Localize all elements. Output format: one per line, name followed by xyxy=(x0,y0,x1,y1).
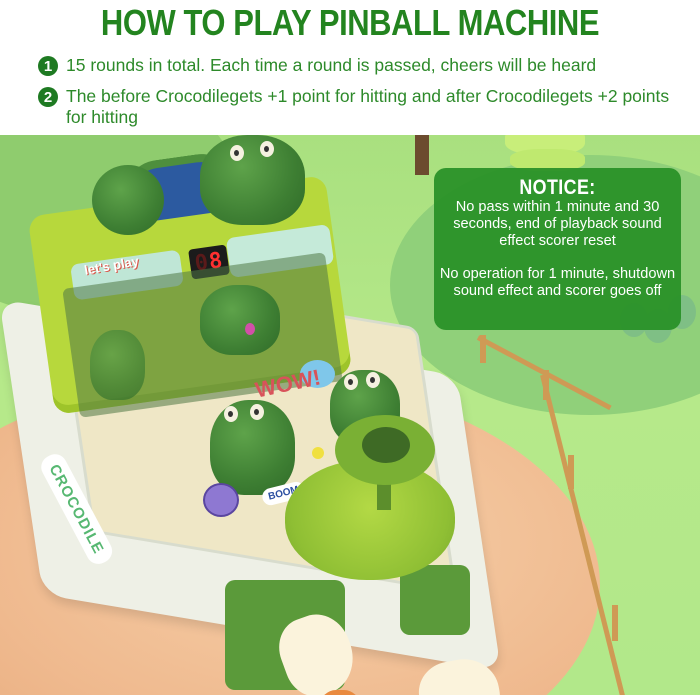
notice-paragraph-2: No operation for 1 minute, shutdown soun… xyxy=(439,266,676,299)
notice-box: NOTICE: No pass within 1 minute and 30 s… xyxy=(434,168,681,330)
launcher-opening xyxy=(362,427,410,463)
tree-trunk xyxy=(415,135,429,175)
notice-paragraph-1: No pass within 1 minute and 30 seconds, … xyxy=(453,199,662,249)
step-text: 15 rounds in total. Each time a round is… xyxy=(66,55,597,75)
fence-post xyxy=(543,370,549,400)
blue-face-sticker xyxy=(300,360,335,388)
step-number-badge: 2 xyxy=(38,87,58,107)
hand-cuff xyxy=(320,690,360,695)
fence-post xyxy=(480,335,486,363)
purple-face-sticker xyxy=(203,483,239,517)
crocodile-target xyxy=(210,400,295,495)
ball-tray xyxy=(400,565,470,635)
pink-ball xyxy=(245,323,255,335)
crocodile-topper xyxy=(200,135,305,225)
crocodile-target xyxy=(200,285,280,355)
step-number-badge: 1 xyxy=(38,56,58,76)
notice-spacer xyxy=(434,250,681,266)
step-text: The before Crocodilegets +1 point for hi… xyxy=(66,86,670,127)
page-title: HOW TO PLAY PINBALL MACHINE xyxy=(100,2,600,43)
notice-heading: NOTICE: xyxy=(519,176,596,199)
fence-post xyxy=(612,605,618,641)
eye-icon xyxy=(344,374,358,390)
eye-icon xyxy=(224,406,238,422)
instruction-step-1: 1 15 rounds in total. Each time a round … xyxy=(38,55,698,76)
instruction-step-2: 2 The before Crocodilegets +1 point for … xyxy=(38,86,688,128)
crocodile-tail-ball xyxy=(92,165,164,235)
tree-foliage xyxy=(510,149,585,171)
pinball-ball xyxy=(312,447,324,459)
eye-icon xyxy=(230,145,244,161)
eye-icon xyxy=(260,141,274,157)
eye-icon xyxy=(366,372,380,388)
crocodile-target xyxy=(90,330,145,400)
fence-post xyxy=(568,455,574,489)
eye-icon xyxy=(250,404,264,420)
